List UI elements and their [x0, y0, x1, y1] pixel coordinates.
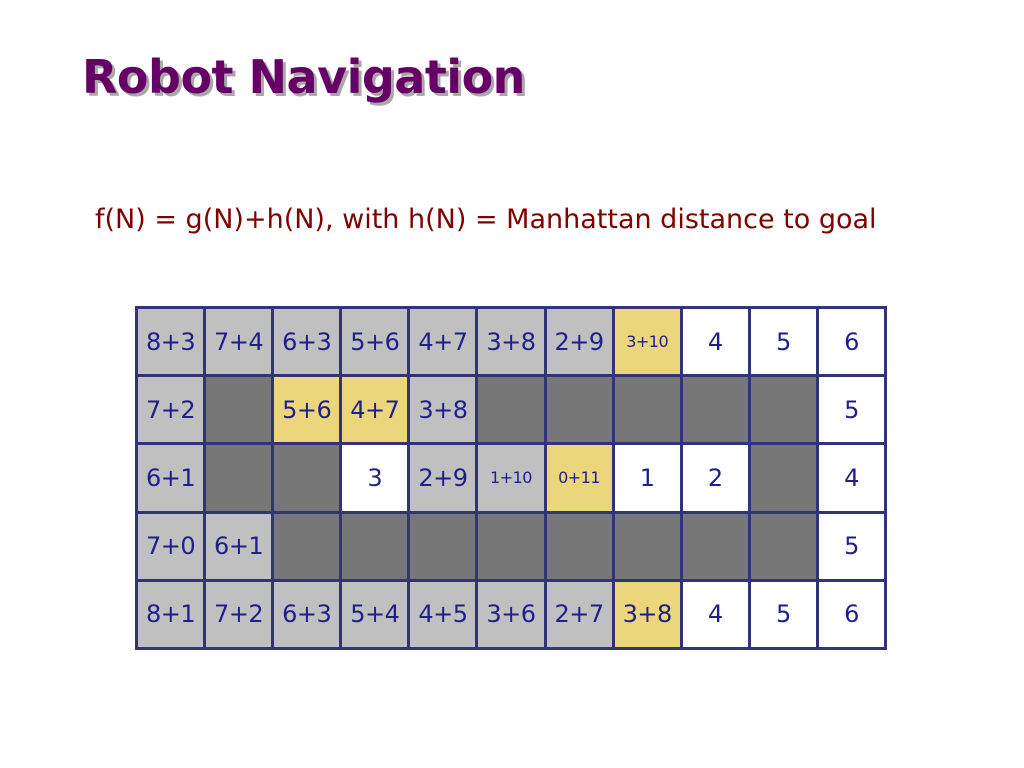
grid-cell-r4-c3: 5+4: [342, 581, 408, 647]
slide-title: Robot Navigation: [82, 50, 525, 104]
grid-cell-r3-c3: [342, 513, 408, 579]
grid-cell-r2-c1: [206, 445, 272, 511]
grid-cell-r2-c7: 1: [614, 445, 680, 511]
grid-cell-r2-c8: 2: [682, 445, 748, 511]
grid-cell-r4-c4: 4+5: [410, 581, 476, 647]
grid-cell-r0-c9: 5: [750, 309, 816, 375]
grid-cell-r1-c6: [546, 377, 612, 443]
grid-cell-r0-c6: 2+9: [546, 309, 612, 375]
grid-cell-r1-c2: 5+6: [274, 377, 340, 443]
grid-cell-r4-c8: 4: [682, 581, 748, 647]
grid-cell-r0-c4: 4+7: [410, 309, 476, 375]
grid-cell-r1-c7: [614, 377, 680, 443]
grid-cell-r4-c2: 6+3: [274, 581, 340, 647]
grid-cell-r2-c9: [750, 445, 816, 511]
grid-cell-r1-c1: [206, 377, 272, 443]
grid-cell-r4-c9: 5: [750, 581, 816, 647]
grid-cell-r0-c7: 3+10: [614, 309, 680, 375]
grid-cell-r4-c5: 3+6: [478, 581, 544, 647]
grid-cell-r3-c2: [274, 513, 340, 579]
grid-cell-r2-c10: 4: [818, 445, 884, 511]
grid-cell-r0-c2: 6+3: [274, 309, 340, 375]
grid-cell-r2-c6: 0+11: [546, 445, 612, 511]
grid-cell-r1-c8: [682, 377, 748, 443]
grid-cell-r1-c3: 4+7: [342, 377, 408, 443]
grid-cell-r0-c5: 3+8: [478, 309, 544, 375]
grid-cell-r4-c1: 7+2: [206, 581, 272, 647]
grid-cell-r0-c10: 6: [818, 309, 884, 375]
grid-cell-r1-c10: 5: [818, 377, 884, 443]
grid-cell-r3-c1: 6+1: [206, 513, 272, 579]
grid-cell-r2-c4: 2+9: [410, 445, 476, 511]
grid-cell-r2-c3: 3: [342, 445, 408, 511]
grid-cell-r2-c2: [274, 445, 340, 511]
grid-cell-r3-c6: [546, 513, 612, 579]
formula-text: f(N) = g(N)+h(N), with h(N) = Manhattan …: [95, 204, 877, 235]
grid-cell-r0-c8: 4: [682, 309, 748, 375]
grid-cell-r1-c9: [750, 377, 816, 443]
grid-cell-r1-c5: [478, 377, 544, 443]
grid-cell-r4-c10: 6: [818, 581, 884, 647]
grid-cell-r3-c5: [478, 513, 544, 579]
grid-cell-r0-c3: 5+6: [342, 309, 408, 375]
grid-cell-r2-c5: 1+10: [478, 445, 544, 511]
grid-cell-r1-c4: 3+8: [410, 377, 476, 443]
grid-cell-r3-c0: 7+0: [138, 513, 204, 579]
grid-cell-r3-c4: [410, 513, 476, 579]
grid-cell-r1-c0: 7+2: [138, 377, 204, 443]
grid-cell-r3-c7: [614, 513, 680, 579]
grid-cell-r4-c7: 3+8: [614, 581, 680, 647]
grid-cell-r2-c0: 6+1: [138, 445, 204, 511]
grid-cell-r3-c10: 5: [818, 513, 884, 579]
grid-cell-r4-c0: 8+1: [138, 581, 204, 647]
grid-cell-r3-c9: [750, 513, 816, 579]
grid-cell-r0-c0: 8+3: [138, 309, 204, 375]
grid-cell-r3-c8: [682, 513, 748, 579]
grid-cell-r0-c1: 7+4: [206, 309, 272, 375]
grid-cell-r4-c6: 2+7: [546, 581, 612, 647]
